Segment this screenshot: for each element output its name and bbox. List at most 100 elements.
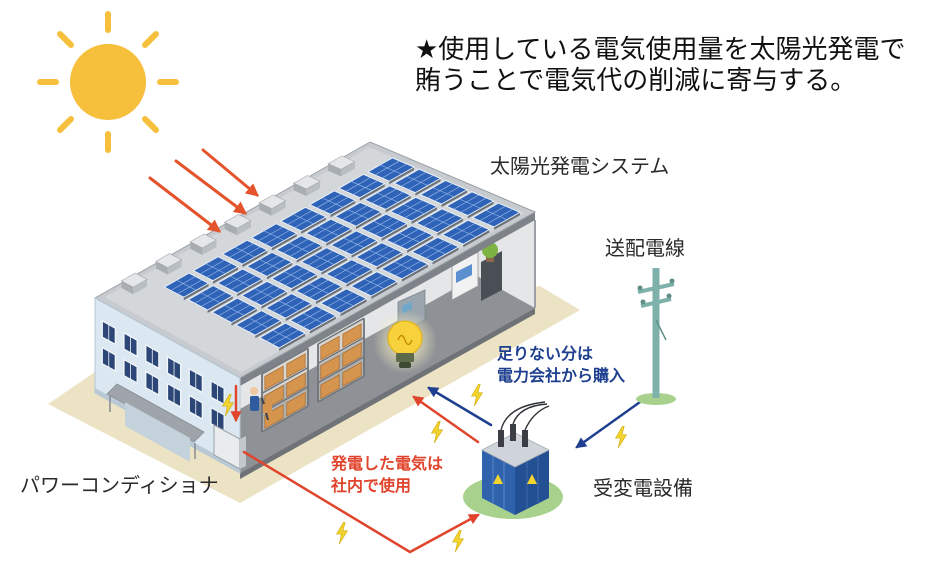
solar-panel-cell-line [278,267,304,283]
solar-panel-cell-line [378,191,404,207]
solar-panel-cell-line [344,237,371,252]
solar-panel-stand [231,308,257,326]
utility-pole-icon [636,268,676,405]
solar-panel-cell-line [394,260,422,276]
solar-panel-stand [432,246,459,265]
sunlight-arrow [174,159,248,215]
worker-head [250,387,258,395]
transformer-wires [500,401,550,431]
solar-panel-stand [237,279,263,297]
solar-panel-cell-line [373,220,395,232]
solar-panel-cell-line [283,238,309,254]
solar-panel-cell-line [374,220,401,235]
solar-panel [275,235,323,263]
solar-panel-cell-line [314,253,341,269]
sun-ray [57,31,74,48]
window [145,343,160,370]
rack-shelf [317,317,365,345]
solar-panel-cell-line [485,210,508,220]
window [188,394,203,420]
solar-panel [325,259,374,287]
solar-panel-stand [346,269,373,287]
solar-panel-cell-line [363,278,385,289]
insulator [666,293,672,299]
shelf-box [320,354,340,380]
solar-panel-stand [381,223,407,241]
bushing [522,430,528,447]
solar-panel-cell-line [206,263,232,278]
solar-panel [234,310,282,339]
label-purchase-line-1: 足りない分は [497,344,593,363]
solar-panel-cell-line [292,213,314,225]
sun-disc [70,44,146,120]
self-use-arrow [412,395,480,444]
solar-panel [240,280,288,309]
solar-panel [363,185,412,213]
solar-panel [380,253,429,282]
solar-panel-stand [385,195,411,213]
solar-panel-cell-line [260,258,286,274]
solar-panel-cell-line [176,279,197,291]
shelf-box [286,372,306,398]
solar-panel-stand [359,183,385,201]
sun-rays [37,11,179,153]
solar-panel-cell-line [309,282,336,298]
solar-panel-cell-line [229,243,255,258]
solar-panel-stand [494,212,520,230]
solar-panel-cell-line [456,226,483,242]
solar-panel-cell-line [337,233,364,249]
label-power-line: 送配電線 [605,236,685,260]
solar-panel-cell-line [318,225,340,237]
solar-panel-stand [309,316,336,334]
entrance-canopy [106,383,205,443]
solar-panel-stand [351,240,377,258]
solar-panel-cell-line [460,197,487,213]
filing-cabinet [481,251,502,301]
solar-panel-cell-line [319,225,345,240]
solar-panel-cell-line [327,291,354,307]
solar-panel-cell-line [427,183,453,199]
roof-vent-side [155,261,168,275]
entrance-door [125,402,190,462]
roof-side-edge [240,212,535,386]
shelf-box [264,404,284,430]
solar-panel-cell-line [296,309,323,325]
solar-panel-stand [326,228,352,246]
solar-panel-cell-line [284,271,305,282]
solar-panel [192,256,239,284]
solar-panel-cell-line [303,312,330,328]
solar-panel-cell-line [201,292,227,307]
solar-panel-cell-line [368,249,390,260]
solar-panel-cell-line [278,300,299,312]
solar-panel-cell-line [338,266,360,277]
solar-panel [410,236,460,265]
solar-panel-stand [467,201,494,219]
solar-panel-cell-line [170,276,196,291]
solar-panel-cell-line [312,222,338,237]
solar-panel-cell-line [272,296,299,312]
solar-panel-stand [291,274,317,292]
solar-panel-cell-line [302,312,324,324]
solar-panel-stand [437,218,464,236]
solar-panel-cell-line [288,242,310,253]
label-purchase-line-2: 電力会社から購入 [497,366,625,385]
solar-panel-stand [463,229,490,248]
shelf-box [320,374,340,400]
shelf-box [264,384,284,410]
solar-panel-cell-line [264,229,290,245]
solar-panel [279,206,327,234]
solar-panel-stand [242,250,268,268]
roof-vent-front [133,279,147,295]
solar-panel-cell-line [393,228,419,244]
solar-panel [359,213,408,241]
solar-panel-cell-line [321,197,344,208]
floor-foundation [240,308,535,479]
solar-panel-cell-line [455,227,477,238]
rack-shelf [261,347,309,375]
solar-panel-stand [340,298,367,317]
transformer-icon [463,401,563,519]
window [166,382,182,408]
solar-panel-stand [401,264,428,282]
solar-panel [350,271,399,299]
